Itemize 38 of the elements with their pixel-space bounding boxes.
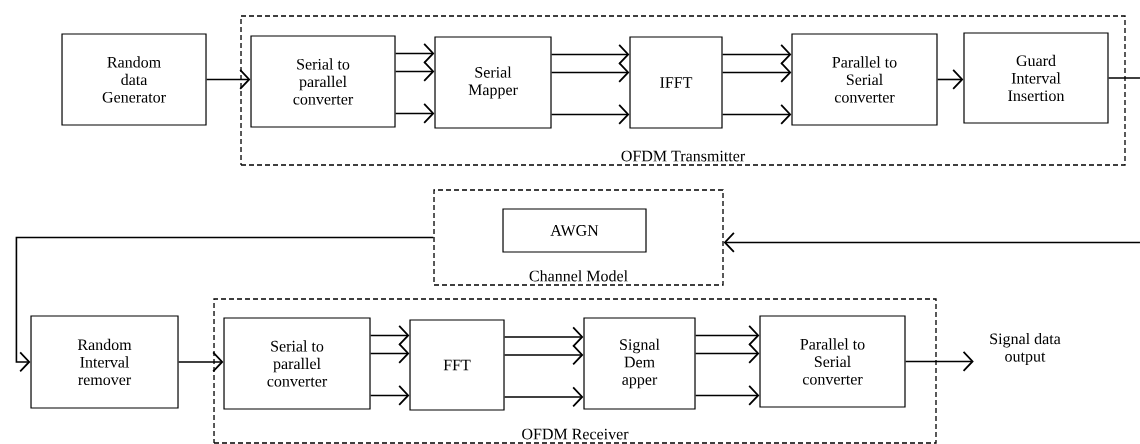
process-box: FFT [409,319,505,411]
process-box: Serial Mapper [434,36,552,129]
arrow [205,69,251,90]
arrow [394,43,435,64]
process-box: Guard Interval Insertion [963,32,1109,124]
arrow [721,62,792,83]
process-box: IFFT [629,36,723,129]
process-box: Random data Generator [61,33,207,126]
output-label: Signal data output [990,333,1061,365]
arrow [177,351,224,373]
arrow [550,44,630,65]
process-box: Random Interval remover [30,315,179,409]
arrow [550,104,630,125]
arrow [721,44,792,65]
arrow [694,325,760,346]
arrow [394,103,435,124]
connector-line [1107,77,1140,79]
arrow [694,385,760,406]
process-box: AWGN [502,208,647,253]
process-box: Signal Dem apper [583,317,696,410]
arrow [394,61,435,82]
arrow [694,343,760,364]
arrow [503,326,584,348]
arrow [503,386,584,408]
arrow [723,232,735,253]
arrow [369,385,410,406]
arrow [936,69,964,90]
arrow [369,325,410,346]
process-box: Serial to parallel converter [223,317,371,410]
arrow [904,351,974,372]
process-box: Parallel to Serial converter [759,315,906,408]
arrow [721,104,792,125]
arrow [15,236,435,373]
process-box: Parallel to Serial converter [791,33,938,126]
arrow [369,343,410,364]
arrow [550,62,630,83]
arrow [503,344,584,366]
process-box: Serial to parallel converter [250,35,396,128]
